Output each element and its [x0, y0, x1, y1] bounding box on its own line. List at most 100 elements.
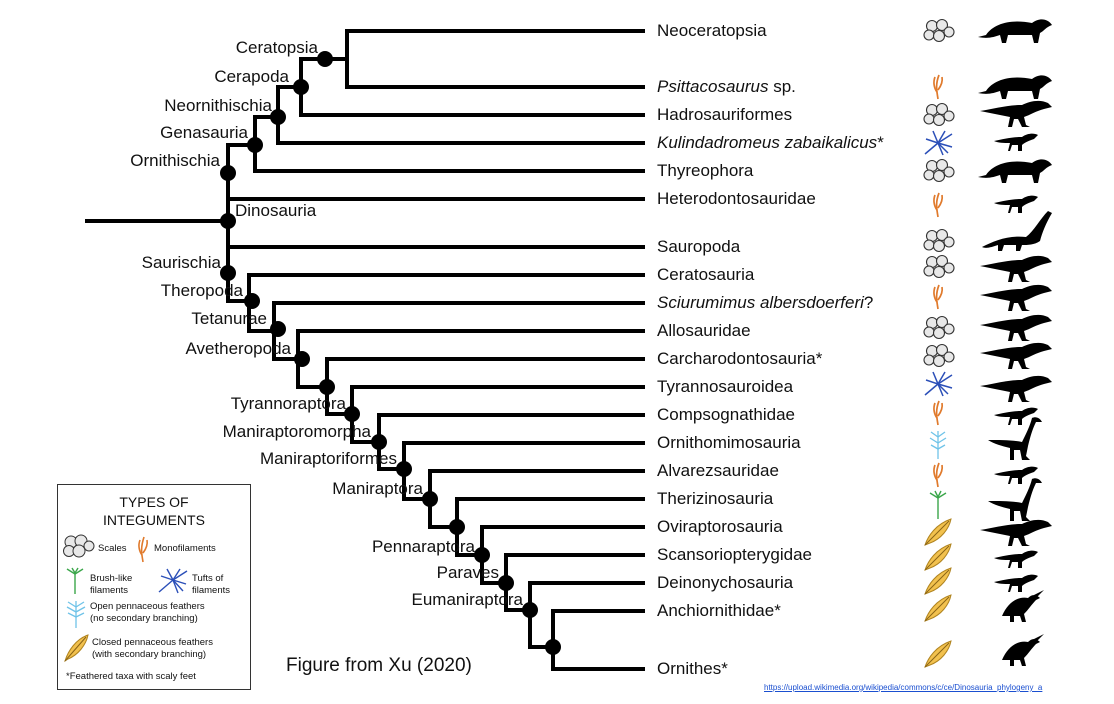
clade-node-dot — [220, 165, 236, 181]
psittacosaurus-silhouette — [978, 75, 1052, 99]
source-url-link[interactable]: https://upload.wikimedia.org/wikipedia/c… — [764, 683, 1043, 692]
monofilament-icon — [933, 192, 944, 218]
therizinosaur-silhouette — [988, 478, 1042, 521]
taxon-name: Thyreophora — [657, 161, 754, 180]
clade-label: Tyrannoraptora — [230, 394, 346, 413]
taxon-suffix: * — [877, 133, 884, 152]
clade-node-dot — [449, 519, 465, 535]
scales-icon — [923, 343, 955, 368]
taxon-name: Neoceratopsia — [657, 21, 767, 40]
taxon-name: Sauropoda — [657, 237, 741, 256]
scales-icon — [923, 102, 955, 127]
clade-node-dot — [293, 79, 309, 95]
compsognathid-silhouette — [994, 407, 1038, 425]
legend-scales-icon — [63, 534, 95, 558]
ceratopsian-silhouette — [978, 19, 1052, 43]
scansoriopterygid-silhouette — [994, 550, 1038, 568]
clade-node-dot — [422, 491, 438, 507]
clade-label: Maniraptoromorpha — [222, 422, 371, 441]
legend-brush-icon — [66, 567, 84, 594]
taxon-name: Anchiornithidae* — [657, 601, 781, 620]
taxon-label: Ceratosauria — [657, 265, 754, 285]
taxon-name: Ornithes* — [657, 659, 728, 678]
clade-label: Saurischia — [141, 253, 221, 272]
scales-icon — [923, 18, 955, 43]
clade-node-dot — [270, 321, 286, 337]
legend-scales-label: Scales — [98, 543, 127, 554]
taxon-label: Deinonychosauria — [657, 573, 793, 593]
taxon-label: Anchiornithidae* — [657, 601, 781, 621]
heterodontosaur-silhouette — [994, 195, 1038, 213]
legend-monofilament-icon — [138, 536, 149, 563]
clade-node-dot — [474, 547, 490, 563]
clade-label: Pennaraptora — [371, 537, 475, 556]
taxon-label: Hadrosauriformes — [657, 105, 792, 125]
taxon-name: Heterodontosauridae — [657, 189, 816, 208]
tyrannosaur-silhouette — [980, 375, 1052, 402]
taxon-label: Sciurumimus albersdoerferi? — [657, 293, 873, 313]
scales-icon — [923, 158, 955, 183]
taxon-name: Deinonychosauria — [657, 573, 794, 592]
tufts-icon — [924, 130, 953, 156]
legend-monofilament-label: Monofilaments — [154, 543, 216, 554]
sciurumimus-silhouette — [980, 284, 1052, 311]
taxon-label: Sauropoda — [657, 237, 740, 257]
closed-pennaceous-icon — [924, 543, 952, 571]
clade-label: Avetheropoda — [185, 339, 291, 358]
thyreophoran-silhouette — [978, 159, 1052, 183]
tufts-icon — [924, 371, 953, 397]
taxon-label: Alvarezsauridae — [657, 461, 779, 481]
clade-label: Eumaniraptora — [411, 590, 523, 609]
clade-label: Ceratopsia — [235, 38, 318, 57]
taxon-name: Scansoriopterygidae — [657, 545, 812, 564]
monofilament-icon — [933, 462, 944, 488]
taxon-name: Ornithomimosauria — [657, 433, 801, 452]
legend-footnote: *Feathered taxa with scaly feet — [66, 671, 196, 682]
taxon-label: Tyrannosauroidea — [657, 377, 793, 397]
legend-title-line2: INTEGUMENTS — [103, 512, 205, 528]
brush-icon — [929, 490, 947, 519]
taxon-name: Tyrannosauroidea — [657, 377, 794, 396]
open-pennaceous-icon — [929, 431, 947, 459]
clade-node-dot — [498, 575, 514, 591]
clade-label: Neornithischia — [164, 96, 272, 115]
clade-label: Maniraptoriformes — [260, 449, 397, 468]
clade-label: Tetanurae — [191, 309, 267, 328]
taxon-name: Ceratosauria — [657, 265, 755, 284]
clade-label: Genasauria — [160, 123, 248, 142]
closed-pennaceous-icon — [924, 640, 952, 668]
clade-label: Paraves — [436, 563, 499, 582]
taxon-name: Carcharodontosauria* — [657, 349, 823, 368]
clade-node-dot — [244, 293, 260, 309]
ceratosaur-silhouette — [980, 255, 1052, 282]
taxon-label: Heterodontosauridae — [657, 189, 816, 209]
taxon-label: Thyreophora — [657, 161, 753, 181]
taxon-label: Carcharodontosauria* — [657, 349, 822, 369]
taxon-suffix: sp. — [768, 77, 796, 96]
legend-open-feather-label-1: Open pennaceous feathers — [90, 601, 205, 612]
taxon-label: Scansoriopterygidae — [657, 545, 812, 565]
monofilament-icon — [933, 284, 944, 310]
legend-tufts-label-1: Tufts of — [192, 573, 224, 584]
taxon-italic-name: Sciurumimus albersdoerferi — [657, 293, 864, 312]
taxon-name: Compsognathidae — [657, 405, 795, 424]
clade-label: Cerapoda — [214, 67, 289, 86]
legend-closed-feather-label-2: (with secondary branching) — [92, 649, 207, 660]
scales-icon — [923, 254, 955, 279]
legend-title-line1: TYPES OF — [119, 494, 189, 510]
clade-node-dot — [294, 351, 310, 367]
clade-node-dot — [396, 461, 412, 477]
legend-closed-feather-label-1: Closed pennaceous feathers — [92, 637, 213, 648]
figure-credit: Figure from Xu (2020) — [286, 655, 472, 676]
clade-node-dot — [545, 639, 561, 655]
integument-legend: TYPES OF INTEGUMENTS Scales Monofilament… — [57, 484, 251, 690]
clade-node-dot — [371, 434, 387, 450]
deinonychosaur-silhouette — [994, 574, 1038, 592]
clade-node-dot — [319, 379, 335, 395]
scales-icon — [923, 315, 955, 340]
clade-node-dot — [220, 265, 236, 281]
taxon-label: Ornithes* — [657, 659, 728, 679]
clade-node-dot — [317, 51, 333, 67]
taxon-label: Psittacosaurus sp. — [657, 77, 796, 97]
